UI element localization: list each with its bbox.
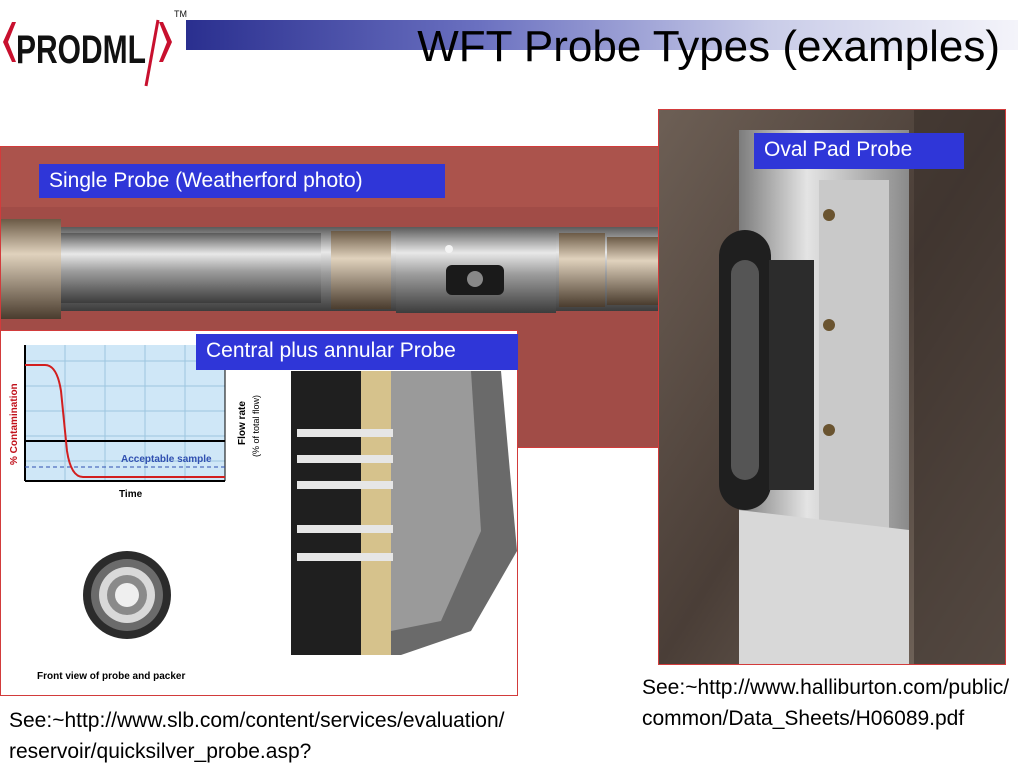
x-axis-label: Time bbox=[119, 489, 143, 500]
central-annular-probe-label: Central plus annular Probe bbox=[196, 334, 518, 370]
threshold-label: Acceptable sample bbox=[121, 454, 212, 465]
oval-pad-probe-label: Oval Pad Probe bbox=[754, 133, 964, 169]
contamination-curve bbox=[25, 364, 225, 478]
slb-reference-text: See:~http://www.slb.com/content/services… bbox=[9, 709, 505, 763]
halliburton-reference-caption: See:~http://www.halliburton.com/public/c… bbox=[642, 672, 1012, 734]
prodml-logo: PRODML TM bbox=[0, 0, 188, 90]
front-view-label: Front view of probe and packer bbox=[37, 671, 185, 682]
header-gradient-bar bbox=[186, 20, 1018, 50]
single-probe-label: Single Probe (Weatherford photo) bbox=[39, 164, 445, 198]
logo-left-chevron bbox=[3, 22, 16, 62]
slide-title: WFT Probe Types (examples) bbox=[417, 22, 1000, 71]
logo-tm: TM bbox=[174, 9, 187, 19]
halliburton-reference-text: See:~http://www.halliburton.com/public/c… bbox=[642, 676, 1010, 730]
contamination-chart-area bbox=[25, 345, 225, 481]
y2-axis-label: Flow rate bbox=[237, 401, 248, 445]
logo-text: PRODML bbox=[16, 28, 146, 72]
y-axis-label: % Contamination bbox=[9, 383, 20, 465]
y2-axis-sublabel: (% of total flow) bbox=[251, 395, 261, 457]
central-annular-probe-diagram: % Contamination Flow rate (% of total fl… bbox=[0, 330, 518, 696]
logo-right-chevron bbox=[159, 22, 172, 62]
slb-reference-caption: See:~http://www.slb.com/content/services… bbox=[9, 705, 509, 767]
logo-slash bbox=[144, 19, 160, 87]
oval-pad-probe-photo bbox=[658, 109, 1006, 665]
